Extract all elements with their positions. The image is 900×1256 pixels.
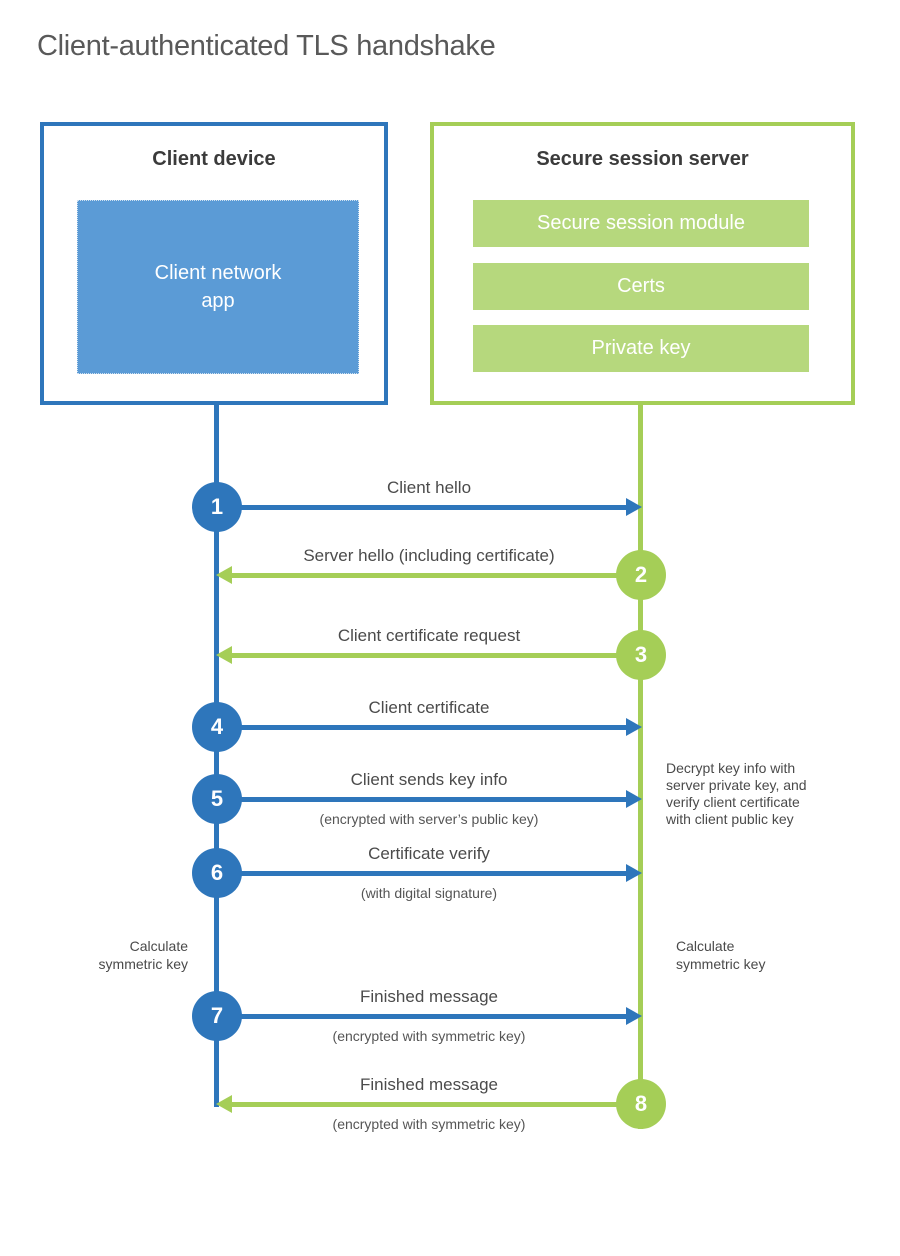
message-label: Server hello (including certificate): [303, 546, 555, 565]
message-arrow-line: [230, 573, 638, 578]
message-label: Certificate verify: [368, 844, 490, 863]
message-arrow-line: [220, 797, 628, 802]
note-calculate-symmetric-key-client: Calculate symmetric key: [98, 938, 188, 972]
server-module-certs: Certs: [473, 263, 809, 310]
message-arrow-line: [230, 1102, 638, 1107]
step-badge: 6: [192, 848, 242, 898]
step-badge: 1: [192, 482, 242, 532]
arrow-head-icon: [626, 498, 642, 516]
arrow-head-icon: [216, 566, 232, 584]
message-arrow-line: [220, 1014, 628, 1019]
arrow-head-icon: [216, 646, 232, 664]
step-badge: 7: [192, 991, 242, 1041]
note-decrypt-key-info: Decrypt key info with server private key…: [666, 760, 807, 827]
message-label: Client certificate: [368, 698, 490, 717]
server-module-private-key: Private key: [473, 325, 809, 372]
note-calculate-symmetric-key-server: Calculate symmetric key: [676, 938, 766, 972]
client-lifeline: [214, 405, 219, 1107]
step-badge: 2: [616, 550, 666, 600]
message-label: Finished message: [360, 987, 498, 1006]
message-arrow-line: [230, 653, 638, 658]
message-sublabel: (encrypted with symmetric key): [332, 1116, 526, 1132]
server-title: Secure session server: [536, 148, 749, 170]
step-badge: 5: [192, 774, 242, 824]
server-box: Secure session server Secure session mod…: [430, 122, 855, 405]
arrow-head-icon: [626, 864, 642, 882]
server-module-secure-session: Secure session module: [473, 200, 809, 247]
message-label: Finished message: [360, 1075, 498, 1094]
diagram-title: Client-authenticated TLS handshake: [37, 30, 496, 62]
arrow-head-icon: [626, 718, 642, 736]
message-arrow-line: [220, 505, 628, 510]
message-arrow-line: [220, 725, 628, 730]
arrow-head-icon: [626, 790, 642, 808]
client-network-app-box: Client network app: [77, 200, 359, 374]
message-arrow-line: [220, 871, 628, 876]
server-lifeline: [638, 405, 643, 1129]
message-sublabel: (encrypted with server’s public key): [319, 811, 539, 827]
message-sublabel: (encrypted with symmetric key): [332, 1028, 526, 1044]
message-label: Client certificate request: [337, 626, 521, 645]
message-label: Client hello: [386, 478, 472, 497]
step-badge: 3: [616, 630, 666, 680]
arrow-head-icon: [216, 1095, 232, 1113]
message-label: Client sends key info: [350, 770, 508, 789]
step-badge: 8: [616, 1079, 666, 1129]
step-badge: 4: [192, 702, 242, 752]
client-device-title: Client device: [152, 148, 276, 170]
message-sublabel: (with digital signature): [360, 885, 498, 901]
arrow-head-icon: [626, 1007, 642, 1025]
client-device-box: Client device Client network app: [40, 122, 388, 405]
